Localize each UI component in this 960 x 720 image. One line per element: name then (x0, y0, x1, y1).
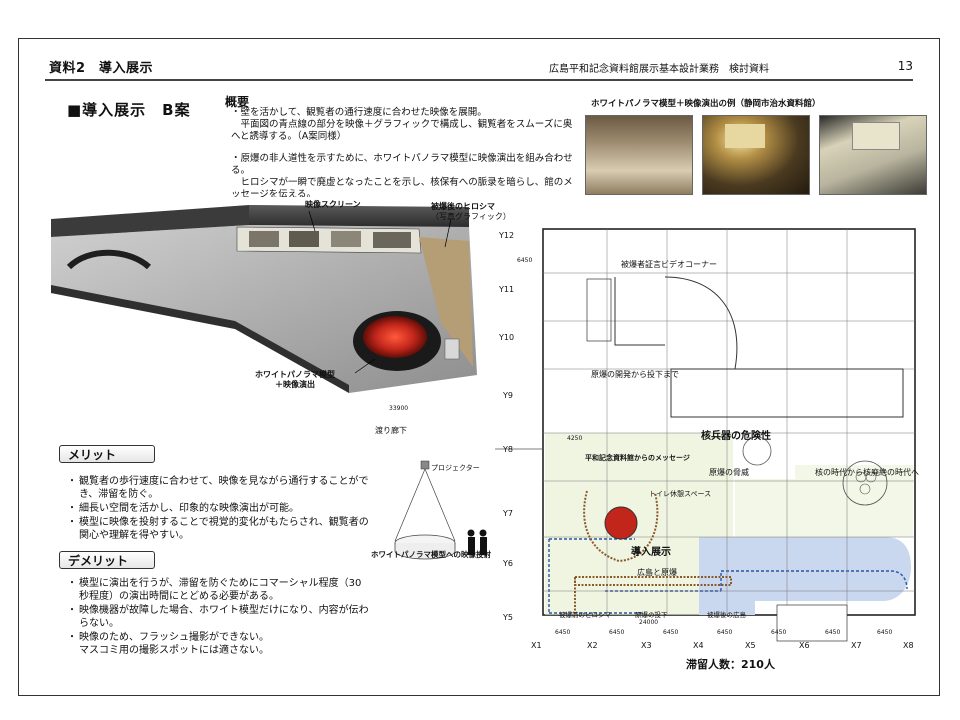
example-photo-2 (702, 115, 810, 195)
example-photo-3 (819, 115, 927, 195)
capacity-label: 滞留人数：210人 (686, 658, 775, 671)
plan-label-dev: 原爆の開発から投下まで (591, 370, 679, 379)
example-photo-1 (585, 115, 693, 195)
plan-label-msg: 平和記念資料館からのメッセージ (585, 454, 690, 462)
label-screen: 映像スクリーン (305, 200, 361, 209)
plan-corridor-dim: 33900 (389, 405, 409, 412)
plan-label-witness: 被爆者証言ビデオコーナー (621, 260, 717, 269)
floor-plan (495, 221, 923, 661)
demerit-item: 映像のため、フラッシュ撮影ができない。 マスコミ用の撮影スポットには適さない。 (67, 631, 369, 657)
label-hiroshima-sub: （写真グラフィック） (431, 212, 511, 221)
grid-y-label: Y8 (503, 445, 513, 454)
plan-dim-4250: 4250 (567, 435, 583, 442)
plan-bottom-span: 24000 (639, 619, 659, 626)
overview-text: ・壁を活かして、観覧者の通行速度に合わせた映像を展開。 平面図の青点線の部分を映… (231, 107, 581, 211)
projection-diagram (394, 460, 487, 560)
grid-x-label: X3 (641, 641, 652, 650)
plan-label-threat: 原爆の脅威 (709, 468, 749, 477)
demerit-item: 映像機器が故障した場合、ホワイト模型だけになり、内容が伝わらない。 (67, 604, 369, 630)
label-panorama: ホワイトパノラマ模型 (255, 370, 335, 379)
grid-x-label: X7 (851, 641, 862, 650)
grid-y-label: Y12 (499, 231, 515, 240)
header-rule (45, 79, 913, 81)
grid-x-label: X2 (587, 641, 598, 650)
projection-caption: ホワイトパノラマ模型への映像投射 (371, 550, 491, 559)
grid-x-span: 6450 (877, 629, 893, 636)
grid-x-span: 6450 (825, 629, 841, 636)
grid-x-span: 6450 (609, 629, 625, 636)
grid-y-label: Y7 (503, 509, 513, 518)
grid-x-span: 6450 (663, 629, 679, 636)
grid-y-label: Y9 (503, 391, 513, 400)
grid-x-span: 6450 (555, 629, 571, 636)
grid-y-label: Y6 (503, 559, 513, 568)
plan-label-era: 核の時代から核廃絶の時代へ (815, 468, 919, 477)
merit-item: 細長い空間を活かし、印象的な映像演出が可能。 (67, 502, 369, 515)
projector-label: プロジェクター (431, 464, 480, 472)
gallery-rendering (49, 197, 481, 393)
projector-icon (420, 460, 430, 470)
grid-y-label: Y11 (499, 285, 515, 294)
photo-caption: ホワイトパノラマ模型＋映像演出の例（静岡市治水資料館） (591, 99, 821, 109)
grid-x-span: 6450 (771, 629, 787, 636)
grid-y-span: 6450 (517, 257, 533, 264)
overview-paragraph-1: ・壁を活かして、観覧者の通行速度に合わせた映像を展開。 平面図の青点線の部分を映… (231, 107, 573, 142)
merit-item: 観覧者の歩行速度に合わせて、映像を見ながら通行することができ、滞留を防ぐ。 (67, 475, 369, 501)
grid-x-label: X6 (799, 641, 810, 650)
merit-list: 観覧者の歩行速度に合わせて、映像を見ながら通行することができ、滞留を防ぐ。 細長… (67, 475, 369, 543)
plan-label-toilet: トイレ休憩スペース (649, 490, 712, 498)
overview-paragraph-2: ・原爆の非人道性を示すために、ホワイトパノラマ模型に映像演出を組み合わせる。 ヒ… (231, 153, 573, 200)
demerit-heading: デメリット (59, 551, 155, 569)
demerit-item: 模型に演出を行うが、滞留を防ぐためにコマーシャル程度（30秒程度）の演出時間にと… (67, 577, 369, 603)
grid-x-label: X4 (693, 641, 704, 650)
grid-x-span: 6450 (717, 629, 733, 636)
grid-x-label: X5 (745, 641, 756, 650)
plan-label-hiro: 広島と原爆 (637, 568, 677, 577)
plan-label-intro: 導入展示 (631, 547, 671, 558)
plan-label-corridor: 渡り廊下 (375, 426, 407, 435)
overview-heading: 概要 (225, 95, 250, 109)
plan-label-danger: 核兵器の危険性 (701, 431, 771, 442)
plan-label-before: 被爆前のヒロシマ (559, 611, 611, 619)
plan-label-now: 被爆後の広島 (707, 611, 746, 619)
header-right: 広島平和記念資料館展示基本設計業務 検討資料 (549, 64, 769, 75)
merit-item: 模型に映像を投射することで視覚的変化がもたらされ、観覧者の関心や理解を得やすい。 (67, 516, 369, 542)
section-title: ■導入展示 B案 (67, 101, 191, 119)
demerit-list: 模型に演出を行うが、滞留を防ぐためにコマーシャル程度（30秒程度）の演出時間にと… (67, 577, 369, 658)
grid-x-label: X8 (903, 641, 914, 650)
label-hiroshima: 被爆後のヒロシマ (431, 202, 495, 211)
header-left: 資料2 導入展示 (49, 61, 154, 76)
merit-heading: メリット (59, 445, 155, 463)
document-sheet: 資料2 導入展示 広島平和記念資料館展示基本設計業務 検討資料 13 ■導入展示… (18, 38, 940, 696)
plan-label-after: 原爆の投下 (635, 611, 668, 619)
grid-y-label: Y10 (499, 333, 515, 342)
grid-x-label: X1 (531, 641, 542, 650)
page-number: 13 (897, 59, 913, 73)
label-panorama-sub: ＋映像演出 (275, 380, 315, 389)
grid-y-label: Y5 (503, 613, 513, 622)
